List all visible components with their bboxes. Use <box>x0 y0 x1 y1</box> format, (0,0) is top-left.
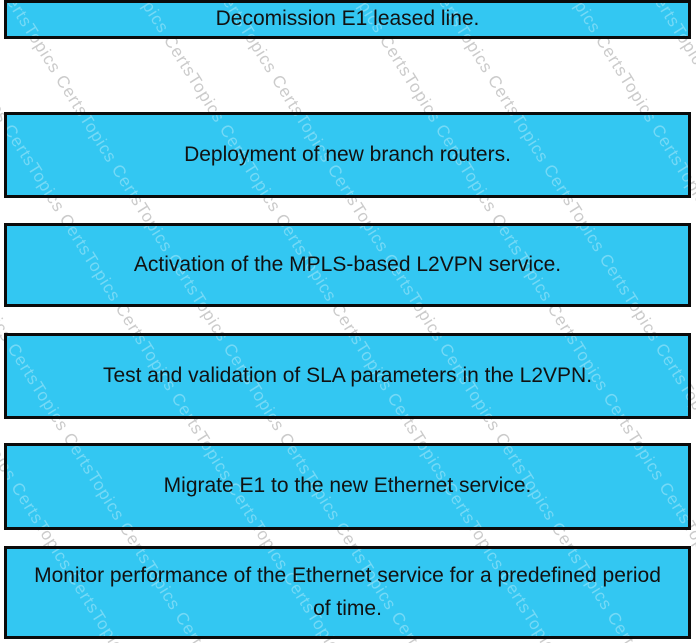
step-box-test-sla[interactable]: CertsTopics CertsTopics CertsTopics Cert… <box>4 333 691 419</box>
step-label: Activation of the MPLS-based L2VPN servi… <box>133 252 562 276</box>
watermark-text: CertsTopics CertsTopics CertsTopics Cert… <box>535 115 688 195</box>
step-label: Deployment of new branch routers. <box>184 142 511 166</box>
watermark-text: CertsTopics CertsTopics CertsTopics Cert… <box>643 336 688 416</box>
step-box-monitor-performance[interactable]: CertsTopics CertsTopics CertsTopics Cert… <box>4 546 691 639</box>
step-box-deploy-routers[interactable]: CertsTopics CertsTopics CertsTopics Cert… <box>4 112 691 198</box>
watermark-text: CertsTopics CertsTopics CertsTopics Cert… <box>643 115 688 195</box>
step-box-migrate-e1[interactable]: CertsTopics CertsTopics CertsTopics Cert… <box>4 443 691 530</box>
watermark-text: CertsTopics CertsTopics CertsTopics Cert… <box>643 3 688 36</box>
watermark-text: CertsTopics CertsTopics CertsTopics Cert… <box>535 3 688 36</box>
step-label: Test and validation of SLA parameters in… <box>102 363 593 387</box>
step-label: Decomission E1 leased line. <box>215 7 480 30</box>
step-label: Monitor performance of the Ethernet serv… <box>34 563 661 620</box>
step-box-activate-l2vpn[interactable]: CertsTopics CertsTopics CertsTopics Cert… <box>4 223 691 307</box>
step-label: Migrate E1 to the new Ethernet service. <box>163 474 532 498</box>
watermark-text: CertsTopics CertsTopics CertsTopics Cert… <box>643 446 688 527</box>
watermark-text: CertsTopics CertsTopics CertsTopics Cert… <box>643 226 688 304</box>
watermark-text: CertsTopics CertsTopics CertsTopics Cert… <box>535 446 688 527</box>
step-box-decommission-e1[interactable]: CertsTopics CertsTopics CertsTopics Cert… <box>4 0 691 39</box>
